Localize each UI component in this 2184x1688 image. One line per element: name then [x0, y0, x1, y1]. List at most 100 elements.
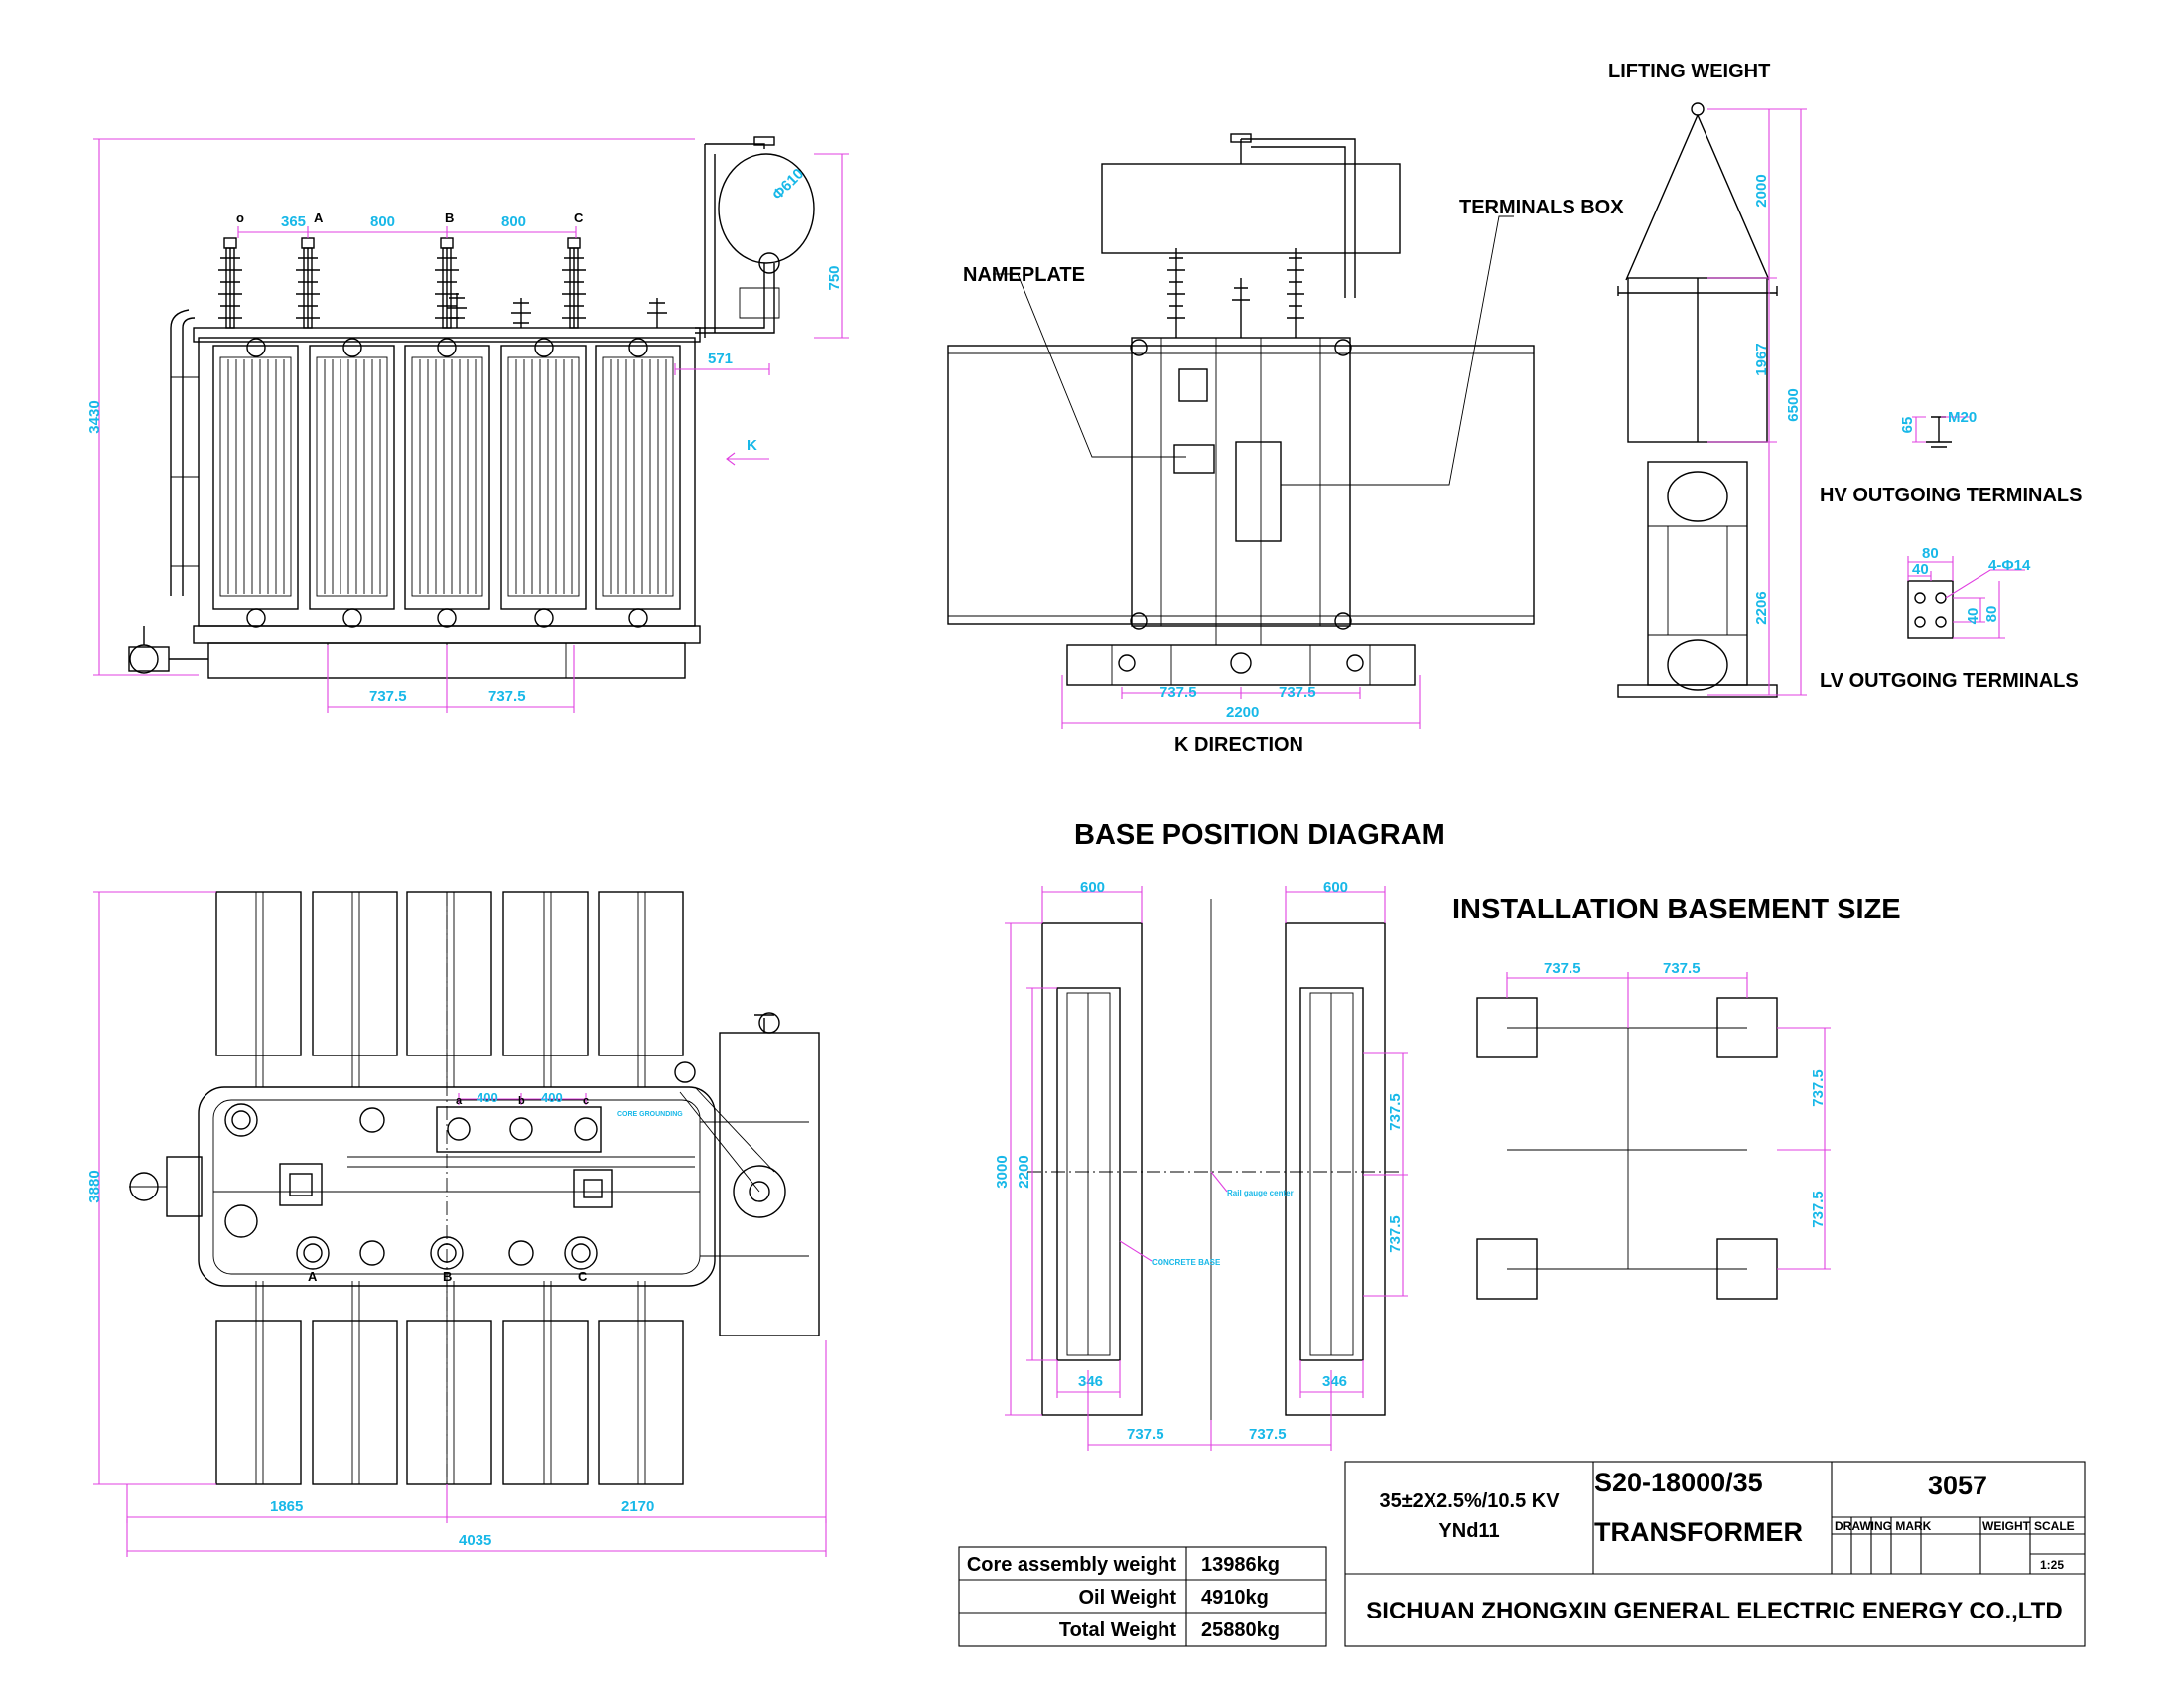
side-bushings — [1167, 248, 1304, 338]
plan-dim-4035: 4035 — [459, 1532, 491, 1549]
scale-header: SCALE — [2034, 1519, 2075, 1533]
side-view: NAMEPLATE TERMINALS BOX 737.5 737.5 2200… — [947, 133, 1624, 756]
lv-title: LV OUTGOING TERMINALS — [1820, 670, 2079, 692]
base-rail-left — [1041, 922, 1143, 1416]
plan-phase-C: C — [578, 1269, 588, 1284]
radiator-bank-3 — [404, 345, 490, 610]
plan-dim-1865: 1865 — [270, 1498, 303, 1515]
side-dim-total: 2200 — [1226, 704, 1259, 721]
conservator — [695, 136, 815, 338]
weight-label-total: Total Weight — [1059, 1619, 1176, 1641]
phase-A: A — [314, 211, 324, 225]
radiators-top-row — [215, 891, 684, 1056]
core-grounding-note: CORE GROUNDING — [617, 1111, 683, 1118]
base-b737a: 737.5 — [1127, 1426, 1164, 1443]
plan-dim-3880: 3880 — [86, 1170, 103, 1202]
base-position-diagram: BASE POSITION DIAGRAM 600 600 3000 2200 … — [994, 819, 1445, 1451]
lv-holes: 4-Φ14 — [1988, 557, 2031, 574]
concrete-base-note: CONCRETE BASE — [1152, 1258, 1221, 1267]
phase-C: C — [574, 211, 584, 225]
k-label: K — [747, 437, 757, 454]
plan-view: 400 400 a b c CORE GROUNDING A B C — [86, 891, 827, 1557]
lifting-title: LIFTING WEIGHT — [1608, 61, 1770, 82]
radiator-bank-5 — [595, 345, 681, 610]
hv-m20: M20 — [1948, 409, 1977, 426]
terminals-box — [1235, 441, 1282, 542]
base-title: BASE POSITION DIAGRAM — [1074, 819, 1445, 851]
basement-h2: 737.5 — [1663, 960, 1701, 977]
base-w346b: 346 — [1322, 1373, 1347, 1390]
plan-dim-400a: 400 — [477, 1090, 498, 1105]
front-view: 3430 365 800 800 o A B C Φ610 750 571 K … — [86, 136, 849, 713]
tank-body — [198, 337, 696, 627]
plan-phase-A: A — [308, 1269, 318, 1284]
weight-value-oil: 4910kg — [1201, 1587, 1269, 1609]
phase-o: o — [236, 211, 244, 225]
plan-phase-B: B — [443, 1269, 452, 1284]
side-dim-a: 737.5 — [1160, 684, 1197, 701]
company-name: SICHUAN ZHONGXIN GENERAL ELECTRIC ENERGY… — [1366, 1598, 2062, 1624]
terminal-details: 65 M20 HV OUTGOING TERMINALS 80 40 4-Φ14… — [1820, 409, 2082, 692]
hv-dim-65: 65 — [1899, 417, 1916, 434]
plan-phase-b: b — [518, 1095, 525, 1107]
core-assembly — [1647, 461, 1748, 686]
base-h3000: 3000 — [994, 1155, 1011, 1188]
dim-bottom-b: 737.5 — [488, 688, 526, 705]
weight-label-oil: Oil Weight — [1078, 1587, 1176, 1609]
plan-phase-c: c — [583, 1095, 589, 1107]
basement-h1: 737.5 — [1544, 960, 1581, 977]
lift-dim-2206: 2206 — [1753, 591, 1770, 624]
weight-table: Core assembly weight 13986kg Oil Weight … — [958, 1546, 1327, 1647]
radiator-bank-4 — [500, 345, 587, 610]
hv-lv-bushings — [218, 237, 667, 329]
dim-3430: 3430 — [86, 400, 103, 433]
weight-value-core: 13986kg — [1201, 1554, 1280, 1576]
tank-side — [1131, 337, 1351, 627]
voltage-rating: 35±2X2.5%/10.5 KV — [1379, 1490, 1560, 1512]
dim-800a: 800 — [370, 213, 395, 230]
nameplate-box — [1178, 368, 1208, 402]
dim-571: 571 — [708, 351, 733, 367]
plan-dim-400b: 400 — [541, 1090, 563, 1105]
lv-bushing-rail — [436, 1106, 602, 1153]
k-direction-label: K DIRECTION — [1174, 734, 1303, 756]
phase-B: B — [445, 211, 454, 225]
basement-v2: 737.5 — [1810, 1191, 1827, 1228]
nameplate-label: NAMEPLATE — [963, 264, 1085, 286]
dim-365: 365 — [281, 213, 306, 230]
drawing-mark-header: DRAWING MARK — [1835, 1519, 1932, 1533]
lv-dim-80b: 80 — [1983, 606, 2000, 623]
side-dim-b: 737.5 — [1279, 684, 1316, 701]
weight-label-core: Core assembly weight — [967, 1554, 1177, 1576]
weight-value-total: 25880kg — [1201, 1619, 1280, 1641]
side-base — [1066, 644, 1416, 686]
lift-dim-6500: 6500 — [1785, 388, 1802, 421]
radiators-bottom-row — [215, 1320, 684, 1485]
base-rail-right — [1285, 922, 1386, 1416]
base-v737a: 737.5 — [1387, 1093, 1404, 1131]
installation-basement: INSTALLATION BASEMENT SIZE 737.5 737.5 7… — [1452, 894, 1901, 1300]
base-v737b: 737.5 — [1387, 1215, 1404, 1253]
hv-title: HV OUTGOING TERMINALS — [1820, 485, 2082, 506]
plan-tank — [198, 1086, 716, 1287]
drawing-number: 3057 — [1928, 1471, 1987, 1500]
tank-base — [193, 625, 701, 644]
basement-title: INSTALLATION BASEMENT SIZE — [1452, 894, 1901, 925]
lv-dim-40: 40 — [1912, 561, 1929, 578]
dim-750: 750 — [826, 265, 843, 290]
basement-v1: 737.5 — [1810, 1069, 1827, 1107]
base-b737b: 737.5 — [1249, 1426, 1287, 1443]
rail-gauge-note: Rail gauge center — [1227, 1189, 1294, 1197]
base-w346a: 346 — [1078, 1373, 1103, 1390]
dim-800b: 800 — [501, 213, 526, 230]
lv-terminal-plate — [1907, 580, 1954, 639]
lift-dim-1967: 1967 — [1753, 343, 1770, 375]
base-w600b: 600 — [1323, 879, 1348, 896]
title-block: 35±2X2.5%/10.5 KV YNd11 S20-18000/35 TRA… — [1344, 1461, 2086, 1647]
dim-bottom-a: 737.5 — [369, 688, 407, 705]
plan-dim-2170: 2170 — [621, 1498, 654, 1515]
base-w600a: 600 — [1080, 879, 1105, 896]
lv-dim-40b: 40 — [1965, 608, 1981, 625]
model-number: S20-18000/35 — [1594, 1468, 1763, 1497]
